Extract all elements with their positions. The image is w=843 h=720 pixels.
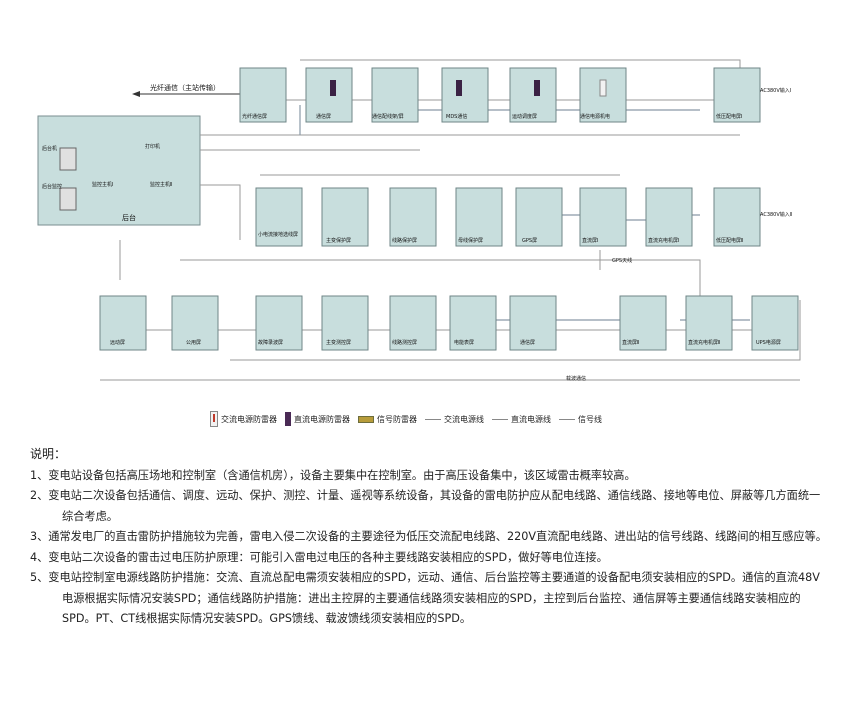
backroom-block: 后台 后台机 后台监控 监控主机Ⅰ 监控主机Ⅱ 打印机 [37, 115, 201, 226]
backroom-item-1: 后台机 [42, 145, 57, 152]
top-cabinets: 光纤通信屏 通信屏 通信配线架/屏 MDS通信 运动调度屏 通信电源机电 低压配… [239, 67, 791, 123]
cab-mid-6: 直流屏Ⅰ [582, 237, 598, 244]
backroom-item-5: 监控主机Ⅰ [92, 181, 113, 188]
notes: 说明： 1、变电站设备包括高压场地和控制室（含通信机房），设备主要集中在控制室。… [30, 444, 830, 630]
fiber-label: 光纤通信（主站传输） [150, 83, 220, 92]
legend-signal-spd: 信号防雷器 [358, 414, 417, 425]
cab-mid-7: 直流充电机屏Ⅰ [648, 237, 679, 244]
note-4: 4、变电站二次设备的雷击过电压防护原理：可能引入雷电过电压的各种主要线路安装相应… [30, 550, 608, 564]
cab-bot-7: 直流充电机屏Ⅱ [688, 339, 720, 346]
legend-dc-spd-label: 直流电源防雷器 [294, 414, 350, 424]
legend-ac-spd: 交流电源防雷器 [210, 411, 277, 427]
fiber-arrow: 光纤通信（主站传输） [132, 83, 240, 97]
cab-mid-1: 小电流接地选线屏 [258, 231, 298, 238]
legend-ac-line-label: 交流电源线 [444, 414, 484, 424]
backroom-item-6: 监控主机Ⅱ [150, 181, 172, 188]
legend-ac-line: 交流电源线 [425, 414, 484, 425]
note-3: 3、通常发电厂的直击雷防护措施较为完善，雷电入侵二次设备的主要途径为低压交流配电… [30, 530, 827, 543]
cab-top-4: MDS通信 [446, 113, 467, 120]
legend-dc-line: 直流电源线 [492, 414, 551, 425]
legend-signal-line-label: 信号线 [578, 414, 602, 424]
note-1: 1、变电站设备包括高压场地和控制室（含通信机房），设备主要集中在控制室。由于高压… [30, 468, 636, 482]
cab-mid-5: GPS屏 [522, 238, 537, 244]
cab-bot-1: 故障录波屏 [258, 339, 283, 346]
cab-mid-4: 母线保护屏 [458, 237, 483, 244]
cab-mid-3: 线路保护屏 [392, 237, 417, 244]
ac-spd-icon [210, 411, 218, 427]
cab-bot-6: 直流屏Ⅱ [622, 339, 639, 346]
input1-label: AC380V输入Ⅰ [760, 87, 791, 94]
legend-signal-spd-label: 信号防雷器 [377, 414, 417, 424]
backroom-item-2: 后台监控 [42, 183, 62, 190]
backroom-item-3: 打印机 [145, 143, 160, 150]
dc-spd-icon [285, 412, 291, 426]
cab-bot-8: UPS电源屏 [756, 339, 781, 346]
ac-line-icon [425, 418, 441, 420]
legend-dc-line-label: 直流电源线 [511, 414, 551, 424]
cab-top-5: 运动调度屏 [512, 113, 537, 120]
legend-signal-line: 信号线 [559, 414, 602, 425]
cab-mid-2: 主变保护屏 [326, 237, 351, 244]
note-2: 2、变电站二次设备包括通信、调度、远动、保护、测控、计量、遥视等系统设备，其设备… [30, 489, 821, 523]
control-label: 公用屏 [186, 340, 201, 346]
middle-cabinets: 小电流接地选线屏 主变保护屏 线路保护屏 母线保护屏 GPS屏 直流屏Ⅰ 直流充… [255, 187, 792, 264]
dc-line-icon [492, 418, 508, 420]
carrier-label: 载波通信 [566, 375, 586, 382]
cab-bot-4: 电能表屏 [454, 339, 474, 346]
cab-bot-5: 通信屏 [520, 339, 535, 346]
cab-top-1: 光纤通信屏 [242, 113, 267, 120]
cab-top-6: 通信电源机电 [580, 113, 610, 120]
cab-top-2: 通信屏 [316, 113, 331, 120]
input2-label: AC380V输入Ⅱ [760, 211, 792, 218]
remote-label: 远动屏 [110, 339, 125, 346]
bottom-cabinets: 远动屏 公用屏 故障录波屏 主变测控屏 线路测控屏 电能表屏 通信屏 直流屏Ⅱ … [99, 295, 799, 382]
legend: 交流电源防雷器 直流电源防雷器 信号防雷器 交流电源线 直流电源线 信号线 [210, 410, 602, 428]
legend-dc-spd: 直流电源防雷器 [285, 412, 350, 426]
cab-bot-2: 主变测控屏 [326, 339, 351, 346]
backroom-title: 后台 [122, 213, 136, 222]
signal-line-icon [559, 418, 575, 420]
note-5: 5、变电站控制室电源线路防护措施：交流、直流总配电需须安装相应的SPD，远动、通… [30, 571, 820, 625]
cab-bot-3: 线路测控屏 [392, 339, 417, 346]
notes-title: 说明： [30, 447, 67, 461]
legend-ac-spd-label: 交流电源防雷器 [221, 414, 277, 424]
signal-spd-icon [358, 415, 374, 423]
low-voltage-2: 低压配电屏Ⅱ [716, 237, 743, 244]
lightning-protection-diagram: 后台 后台机 后台监控 监控主机Ⅰ 监控主机Ⅱ 打印机 光纤通信（主站传输） 光… [37, 59, 801, 382]
low-voltage-1: 低压配电屏Ⅰ [716, 113, 742, 120]
cab-top-3: 通信配线架/屏 [372, 113, 404, 120]
gps-antenna-label: GPS天线 [612, 257, 632, 264]
